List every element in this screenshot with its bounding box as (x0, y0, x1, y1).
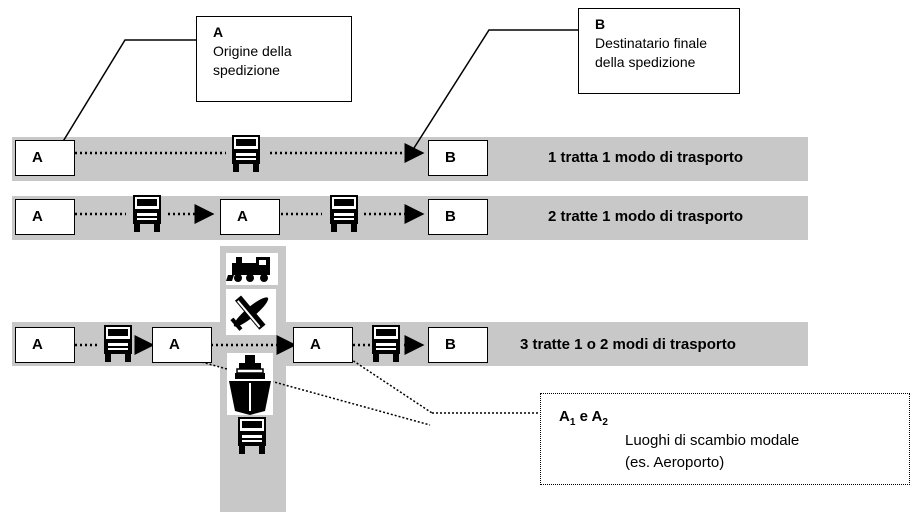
callout-origin: A Origine della spedizione (196, 16, 352, 102)
callout-destination-line1: Destinatario finale (595, 35, 708, 51)
row-label-3: 3 tratte 1 o 2 modi di trasporto (520, 336, 736, 353)
row-label-1: 1 tratta 1 modo di trasporto (548, 149, 744, 166)
callout-destination-title: B (595, 16, 606, 32)
node-destination-row2: B (428, 199, 488, 235)
callout-origin-line1: Origine della (213, 43, 292, 59)
node-destination-row3: B (428, 327, 488, 363)
node-exchange-a1-row3: A (152, 327, 212, 363)
legend-line-2: (es. Aeroporto) (625, 454, 725, 471)
callout-origin-title: A (213, 24, 224, 40)
truck-icon (234, 417, 270, 454)
truck-icon (129, 195, 165, 232)
legend-conj: e (575, 408, 592, 425)
truck-icon (100, 325, 136, 362)
truck-icon (368, 325, 404, 362)
node-origin-row2: A (15, 199, 75, 235)
legend-box: A1 e A2 Luoghi di scambio modale (es. Ae… (540, 393, 910, 485)
legend-title-a1: A (559, 408, 570, 425)
legend-title: A1 e A2 (559, 408, 608, 428)
node-origin-row1: A (15, 140, 75, 176)
train-icon (226, 252, 278, 286)
node-exchange-row2: A (220, 199, 280, 235)
node-destination-row1: B (428, 140, 488, 176)
callout-origin-line2: spedizione (213, 62, 280, 78)
node-exchange-a2-row3: A (293, 327, 353, 363)
legend-sub-1: 1 (569, 417, 576, 428)
callout-destination-line2: della spedizione (595, 54, 696, 70)
legend-title-a2: A (591, 408, 603, 425)
node-origin-row3: A (15, 327, 75, 363)
callout-destination: B Destinatario finale della spedizione (578, 8, 740, 94)
ship-icon (226, 352, 274, 416)
airplane-icon (226, 288, 276, 336)
truck-icon (228, 135, 264, 172)
row-label-2: 2 tratte 1 modo di trasporto (548, 208, 744, 225)
legend-line-1: Luoghi di scambio modale (625, 432, 800, 449)
legend-sub-2: 2 (602, 417, 608, 428)
truck-icon (326, 195, 362, 232)
